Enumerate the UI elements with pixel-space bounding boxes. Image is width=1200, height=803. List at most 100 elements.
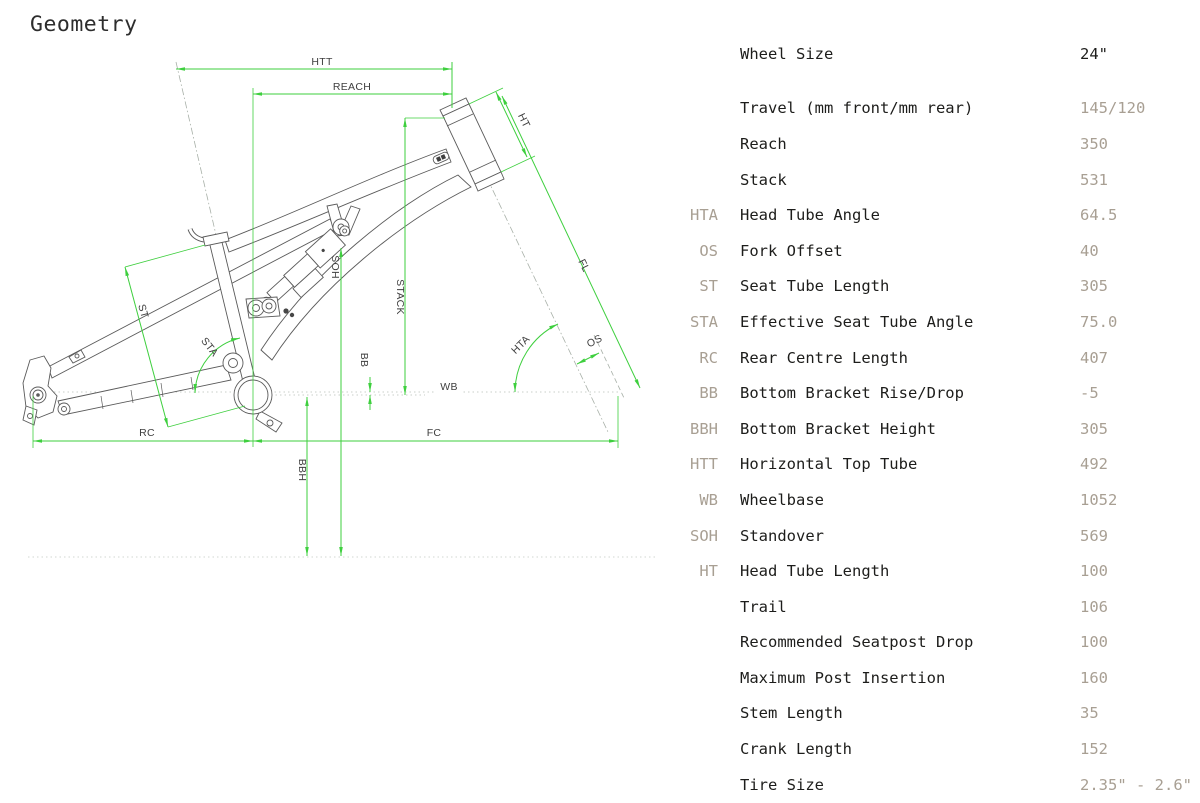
dim-hta-arc <box>513 323 559 393</box>
row-abbr: HT <box>699 562 718 581</box>
dim-label-bbh: BBH <box>296 459 308 482</box>
row-value: 152 <box>1080 740 1108 759</box>
row-label: Maximum Post Insertion <box>740 668 946 687</box>
dim-label-wb: WB <box>440 381 458 393</box>
table-row: Reach 350 <box>640 126 1196 162</box>
row-value: 2.35" - 2.6" <box>1080 775 1192 794</box>
dim-label-stack: STACK <box>394 279 406 315</box>
table-row: STA Effective Seat Tube Angle 75.0 <box>640 304 1196 340</box>
row-value: 531 <box>1080 170 1108 189</box>
row-value: 492 <box>1080 455 1108 474</box>
row-abbr: OS <box>699 241 718 260</box>
row-abbr: RC <box>699 348 718 367</box>
table-row: Crank Length 152 <box>640 731 1196 767</box>
dim-os <box>576 352 600 365</box>
row-label: Wheelbase <box>740 490 824 509</box>
row-abbr: BBH <box>690 419 718 438</box>
bottom-bracket <box>233 375 283 433</box>
cable-port-icon <box>432 151 450 165</box>
row-abbr: HTA <box>690 206 718 225</box>
row-label: Wheel Size <box>740 44 834 63</box>
table-row: Maximum Post Insertion 160 <box>640 660 1196 696</box>
row-abbr: HTT <box>690 455 718 474</box>
row-label: Bottom Bracket Rise/Drop <box>740 384 964 403</box>
row-label: Seat Tube Length <box>740 277 890 296</box>
head-tube <box>439 97 505 192</box>
table-row: Travel (mm front/mm rear) 145/120 <box>640 91 1196 127</box>
row-value: 145/120 <box>1080 99 1146 118</box>
row-value: 350 <box>1080 134 1108 153</box>
dimension-labels: HTT REACH HT FL HTA OS WB FC RC BB BBH S… <box>135 56 604 481</box>
row-label: Head Tube Length <box>740 562 890 581</box>
dim-label-st: ST <box>135 303 150 320</box>
row-label: Head Tube Angle <box>740 206 880 225</box>
row-value: 75.0 <box>1080 312 1118 331</box>
row-abbr: BB <box>699 384 718 403</box>
row-abbr: STA <box>690 312 718 331</box>
row-label: Fork Offset <box>740 241 843 260</box>
ext-st-top <box>124 244 206 268</box>
seatstay-tube <box>47 218 336 379</box>
ext-ht-bottom <box>500 155 536 173</box>
row-abbr: ST <box>699 277 718 296</box>
row-label: Horizontal Top Tube <box>740 455 918 474</box>
row-value: 569 <box>1080 526 1108 545</box>
row-value: 100 <box>1080 633 1108 652</box>
dim-label-fl: FL <box>575 257 591 274</box>
dim-label-soh: SOH <box>329 255 341 279</box>
row-value: -5 <box>1080 384 1099 403</box>
top-tube <box>224 148 452 253</box>
table-row: HT Head Tube Length 100 <box>640 553 1196 589</box>
table-group-spacer <box>640 72 1196 91</box>
row-value: 100 <box>1080 562 1108 581</box>
seat-clamp <box>187 228 230 247</box>
row-label: Reach <box>740 134 787 153</box>
row-value: 407 <box>1080 348 1108 367</box>
geometry-drawing: HTT REACH HT FL HTA OS WB FC RC BB BBH S… <box>22 56 656 558</box>
table-row: HTT Horizontal Top Tube 492 <box>640 447 1196 483</box>
rear-dropout <box>22 349 86 426</box>
row-label: Effective Seat Tube Angle <box>740 312 974 331</box>
row-abbr: WB <box>699 490 718 509</box>
down-tube <box>260 174 472 361</box>
frame-drawing <box>22 97 505 433</box>
wb-label-mask <box>436 380 462 393</box>
row-value: 305 <box>1080 277 1108 296</box>
dim-label-rc: RC <box>139 427 155 439</box>
row-abbr: SOH <box>690 526 718 545</box>
lower-shock-link <box>245 296 295 319</box>
row-value: 40 <box>1080 241 1099 260</box>
ext-st-bottom <box>167 405 246 428</box>
row-label: Rear Centre Length <box>740 348 908 367</box>
row-value: 305 <box>1080 419 1108 438</box>
dim-label-fc: FC <box>427 427 442 439</box>
ext-ht-top <box>468 87 504 105</box>
table-row: ST Seat Tube Length 305 <box>640 269 1196 305</box>
row-label: Crank Length <box>740 740 852 759</box>
dim-fl <box>501 95 641 389</box>
table-row: BB Bottom Bracket Rise/Drop -5 <box>640 375 1196 411</box>
page-title: Geometry <box>30 12 138 37</box>
table-row: WB Wheelbase 1052 <box>640 482 1196 518</box>
dim-label-sta: STA <box>198 335 220 359</box>
dim-label-ht: HT <box>515 111 532 130</box>
row-label: Stem Length <box>740 704 843 723</box>
dim-label-hta: HTA <box>509 333 532 356</box>
row-label: Travel (mm front/mm rear) <box>740 99 974 118</box>
row-value: 160 <box>1080 668 1108 687</box>
main-pivot <box>222 352 244 374</box>
dim-label-os: OS <box>585 332 605 350</box>
row-value: 1052 <box>1080 490 1118 509</box>
dim-label-htt: HTT <box>311 56 333 68</box>
row-value: 106 <box>1080 597 1108 616</box>
dim-st <box>124 266 169 428</box>
